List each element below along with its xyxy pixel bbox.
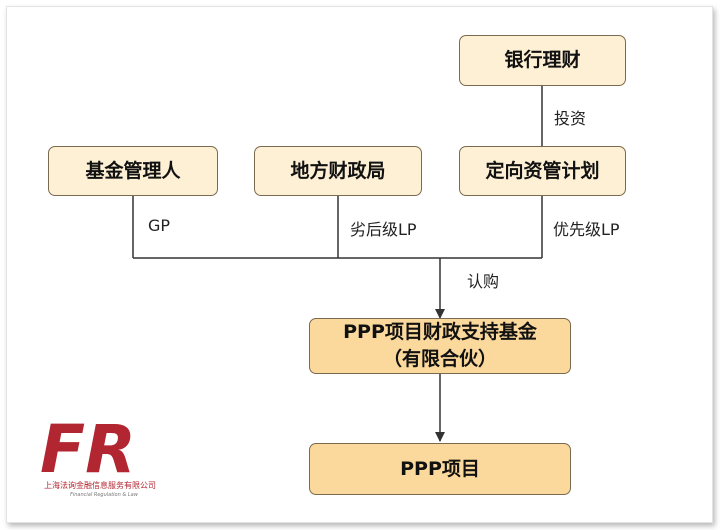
node-ppp-project: PPP项目 [309,443,571,495]
diagram-frame [6,6,713,523]
logo-mark: FR [40,412,136,488]
node-fund-manager: 基金管理人 [48,146,218,196]
node-label: 定向资管计划 [485,159,600,182]
node-label: PPP项目 [400,457,480,480]
node-local-finance-bureau: 地方财政局 [254,146,422,196]
edge-label-subscribe: 认购 [467,272,500,291]
edge-label-sub-lp: 劣后级LP [350,220,417,239]
logo-tagline: Financial Regulation & Law [70,492,138,498]
node-label: 地方财政局 [290,159,386,182]
fr-logo: FR [40,412,136,488]
node-label-line1: PPP项目财政支持基金 [343,321,537,343]
edge-label-invest: 投资 [554,109,587,128]
edge-label-gp: GP [148,216,171,235]
node-bank-wealth-management: 银行理财 [459,35,626,86]
logo-company-name: 上海法询金融信息服务有限公司 [44,481,156,490]
node-label: 银行理财 [504,49,581,71]
node-label: 基金管理人 [85,159,181,182]
node-directed-am-plan: 定向资管计划 [459,146,626,196]
node-label-line2: （有限合伙） [382,348,497,370]
edge-label-senior-lp: 优先级LP [553,220,620,239]
node-ppp-fund: PPP项目财政支持基金 （有限合伙） [309,318,571,374]
